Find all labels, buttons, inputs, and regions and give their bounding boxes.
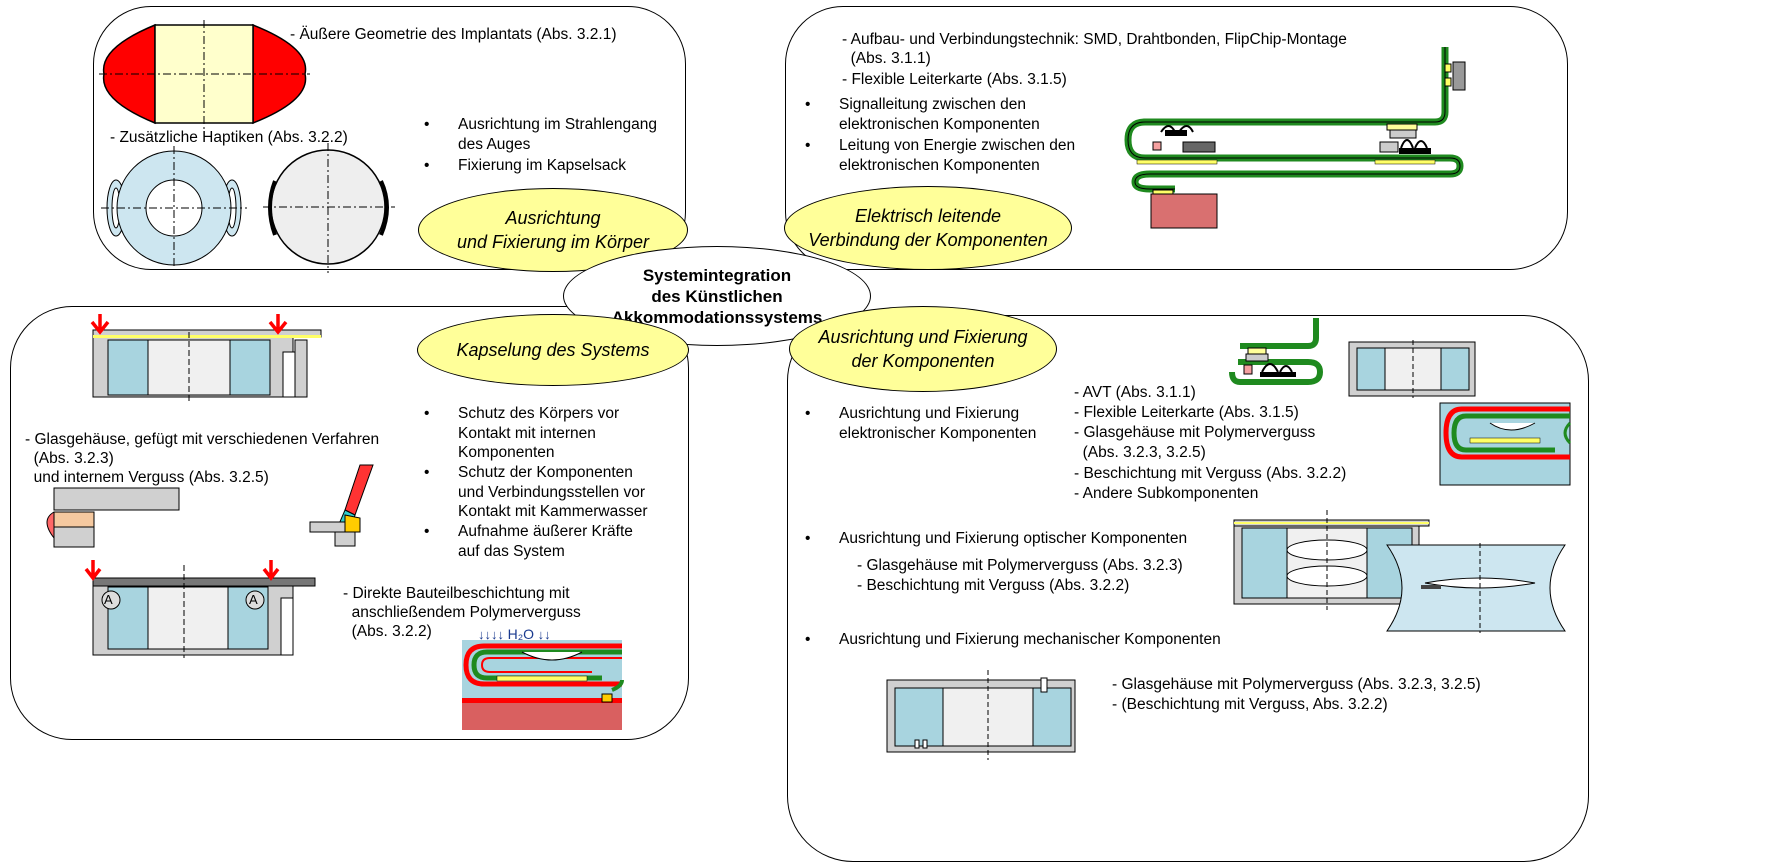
label-haptics: - Zusätzliche Haptiken (Abs. 3.2.2)	[110, 129, 348, 146]
ellipse-line: Elektrisch leitende	[854, 206, 1002, 226]
bullet-text: Ausrichtung und Fixierung optischer Komp…	[839, 530, 1188, 547]
coating-text-2: anschließendem Polymerverguss	[343, 604, 581, 621]
label-outer-geometry: - Äußere Geometrie des Implantats (Abs. …	[290, 26, 617, 43]
mechanical-housing-drawing	[886, 670, 1076, 760]
glass-housing-text-2: (Abs. 3.2.3)	[25, 450, 114, 467]
bullet-text: des Auges	[458, 135, 531, 153]
center-line: des Künstlichen	[651, 286, 783, 306]
mechanical-list-2: - (Beschichtung mit Verguss, Abs. 3.2.2)	[1112, 696, 1388, 713]
flex-circuit-small-drawing	[1229, 318, 1324, 385]
bullet-text: Leitung von Energie zwischen den	[839, 137, 1076, 154]
bullet-text: Ausrichtung und Fixierung mechanischer K…	[839, 631, 1221, 648]
bullet-text: Ausrichtung im Strahlengang	[458, 116, 658, 133]
electronic-list-2: - Flexible Leiterkarte (Abs. 3.1.5)	[1074, 404, 1299, 421]
coated-electronics-drawing	[1439, 402, 1572, 486]
bullet-text: elektronischen Komponenten	[839, 157, 1040, 174]
bullet-text: Schutz der Komponenten	[458, 464, 633, 481]
bullet-text: Komponenten	[458, 444, 555, 461]
glass-housing-text-1: - Glasgehäuse, gefügt mit verschiedenen …	[25, 431, 380, 448]
haptic-clamp-drawing	[263, 143, 395, 273]
center-line: Akkommodationssystems	[611, 307, 823, 327]
coating-text-3: (Abs. 3.2.2)	[343, 623, 432, 640]
ellipse-component-alignment: Ausrichtung und Fixierung der Komponenten	[789, 306, 1057, 392]
marker-a-left: A	[104, 592, 113, 607]
ellipse-line: und Fixierung im Körper	[456, 232, 650, 252]
marker-a-right: A	[249, 592, 258, 607]
optical-coated-drawing	[1386, 543, 1566, 633]
bullet-text: elektronischer Komponenten	[839, 425, 1037, 442]
top-right-text-2: (Abs. 3.1.1)	[842, 50, 931, 67]
glass-housing-a-drawing	[84, 560, 316, 658]
joining-detail-left-drawing	[46, 487, 180, 548]
electronic-list-6: - Andere Subkomponenten	[1074, 485, 1259, 502]
top-right-text-3: - Flexible Leiterkarte (Abs. 3.1.5)	[842, 71, 1067, 88]
bullet-text: Signalleitung zwischen den	[839, 96, 1026, 113]
bullet-text: Fixierung im Kapselsack	[458, 157, 626, 174]
haptic-ring-drawing	[101, 146, 247, 270]
top-right-text-1: - Aufbau- und Verbindungstechnik: SMD, D…	[842, 31, 1347, 48]
ellipse-line: Ausrichtung	[505, 208, 601, 228]
electronic-list-3: - Glasgehäuse mit Polymerverguss	[1074, 424, 1316, 441]
laser-joining-drawing	[309, 464, 374, 547]
glass-housing-text-3: und internem Verguss (Abs. 3.2.5)	[25, 469, 269, 486]
optical-list-2: - Beschichtung mit Verguss (Abs. 3.2.2)	[857, 577, 1130, 594]
bullet-text: Kontakt mit Kammerwasser	[458, 503, 648, 520]
mechanical-list-1: - Glasgehäuse mit Polymerverguss (Abs. 3…	[1112, 676, 1481, 693]
coating-text-1: - Direkte Bauteilbeschichtung mit	[343, 585, 570, 602]
ellipse-line: Kapselung des Systems	[456, 340, 650, 360]
ellipse-line: Ausrichtung und Fixierung	[818, 327, 1028, 347]
electronic-list-1: - AVT (Abs. 3.1.1)	[1074, 384, 1196, 401]
electronic-list-4: (Abs. 3.2.3, 3.2.5)	[1074, 444, 1206, 461]
ellipse-line: der Komponenten	[851, 351, 995, 371]
bullet-text: und Verbindungsstellen vor	[458, 483, 645, 501]
flex-circuit-drawing	[1124, 47, 1466, 229]
ellipse-line: Verbindung der Komponenten	[808, 230, 1048, 250]
electronic-list-5: - Beschichtung mit Verguss (Abs. 3.2.2)	[1074, 465, 1347, 482]
bullet-text: Ausrichtung und Fixierung	[839, 405, 1020, 422]
bullet-text: elektronischen Komponenten	[839, 116, 1040, 133]
optical-list-1: - Glasgehäuse mit Polymerverguss (Abs. 3…	[857, 557, 1183, 574]
glass-housing-top-drawing	[90, 314, 322, 402]
h2o-label: H₂O	[507, 626, 535, 642]
bullet-text: Kontakt mit internen	[458, 424, 596, 442]
coated-component-drawing	[462, 640, 624, 730]
bullet-text: Schutz des Körpers vor	[458, 405, 620, 422]
glass-housing-small-drawing	[1348, 340, 1476, 398]
bullet-text: auf das System	[458, 542, 565, 560]
bullet-text: Aufnahme äußerer Kräfte	[458, 523, 633, 540]
ellipse-encapsulation: Kapselung des Systems	[417, 314, 689, 386]
center-line: Systemintegration	[642, 265, 792, 285]
optical-housing-drawing	[1233, 510, 1430, 610]
implant-outer-geometry-drawing	[99, 20, 310, 130]
water-arrows-icon: ↓↓↓↓ H₂O ↓↓	[478, 626, 551, 642]
